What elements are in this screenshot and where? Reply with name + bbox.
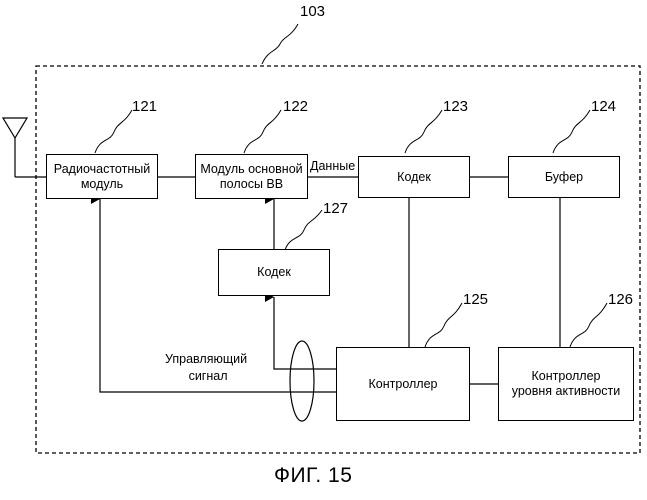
- leader-103: [262, 24, 298, 64]
- activity-controller-line2: уровня активности: [512, 384, 621, 399]
- rf-module-line1: Радиочастотный: [54, 162, 150, 177]
- codec-main-block: Кодек: [358, 156, 470, 198]
- controller-block: Контроллер: [336, 347, 470, 421]
- buffer-label: Буфер: [545, 170, 583, 185]
- ref-123: 123: [443, 98, 468, 115]
- codec-sub-label: Кодек: [257, 265, 291, 280]
- data-label: Данные: [310, 159, 355, 173]
- baseband-line2: полосы BB: [200, 177, 302, 192]
- activity-controller-line1: Контроллер: [512, 369, 621, 384]
- baseband-module-block: Модуль основной полосы BB: [195, 154, 308, 199]
- ref-103: 103: [300, 3, 325, 20]
- ref-122: 122: [283, 98, 308, 115]
- control-signal-line1: Управляющий: [165, 351, 247, 368]
- figure-caption: ФИГ. 15: [274, 464, 352, 488]
- buffer-block: Буфер: [508, 156, 620, 198]
- ref-121: 121: [132, 98, 157, 115]
- rf-module-line2: модуль: [54, 177, 150, 192]
- ref-126: 126: [608, 291, 633, 308]
- ref-127: 127: [323, 200, 348, 217]
- activity-controller-block: Контроллер уровня активности: [498, 347, 634, 421]
- antenna-icon: [3, 118, 27, 138]
- codec-main-label: Кодек: [397, 170, 431, 185]
- leader-127: [285, 210, 322, 250]
- leader-122: [244, 110, 281, 153]
- leader-125: [425, 303, 462, 347]
- control-to-codec: [274, 297, 336, 369]
- leader-121: [95, 110, 132, 153]
- leader-123: [405, 110, 442, 153]
- controller-label: Контроллер: [369, 377, 438, 392]
- ref-124: 124: [591, 98, 616, 115]
- baseband-line1: Модуль основной: [200, 162, 302, 177]
- leader-124: [553, 110, 590, 153]
- ref-125: 125: [463, 291, 488, 308]
- rf-module-block: Радиочастотный модуль: [46, 154, 158, 199]
- leader-126: [570, 303, 607, 347]
- signal-bundle: [290, 341, 314, 421]
- control-signal-line2: сигнал: [165, 368, 247, 385]
- control-signal-label: Управляющий сигнал: [165, 351, 247, 385]
- codec-sub-block: Кодек: [218, 249, 330, 296]
